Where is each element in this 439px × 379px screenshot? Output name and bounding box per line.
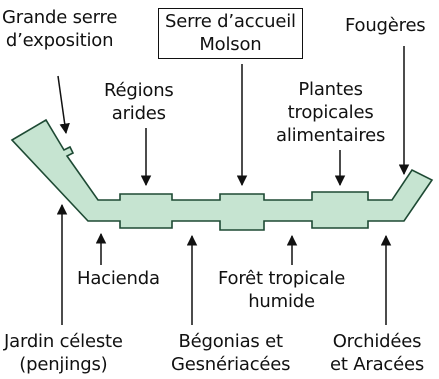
label-foret-tropicale: Forêt tropicale humide — [218, 268, 346, 312]
label-hacienda: Hacienda — [77, 268, 160, 289]
arrow-grande-serre — [57, 75, 70, 135]
label-jardin-celeste: Jardin céleste (penjings) — [4, 331, 123, 375]
label-orchidees: Orchidées et Aracées — [330, 331, 425, 375]
label-serre-accueil: Serre d’accueil Molson — [158, 8, 303, 59]
label-fougeres: Fougères — [345, 15, 426, 36]
label-begonias: Bégonias et Gesnériacées — [171, 331, 291, 375]
label-plantes-tropicales: Plantes tropicales alimentaires — [276, 79, 386, 146]
label-regions-arides: Régions arides — [104, 80, 174, 124]
label-grande-serre: Grande serre d’exposition — [2, 7, 118, 51]
greenhouse-building — [10, 118, 434, 231]
